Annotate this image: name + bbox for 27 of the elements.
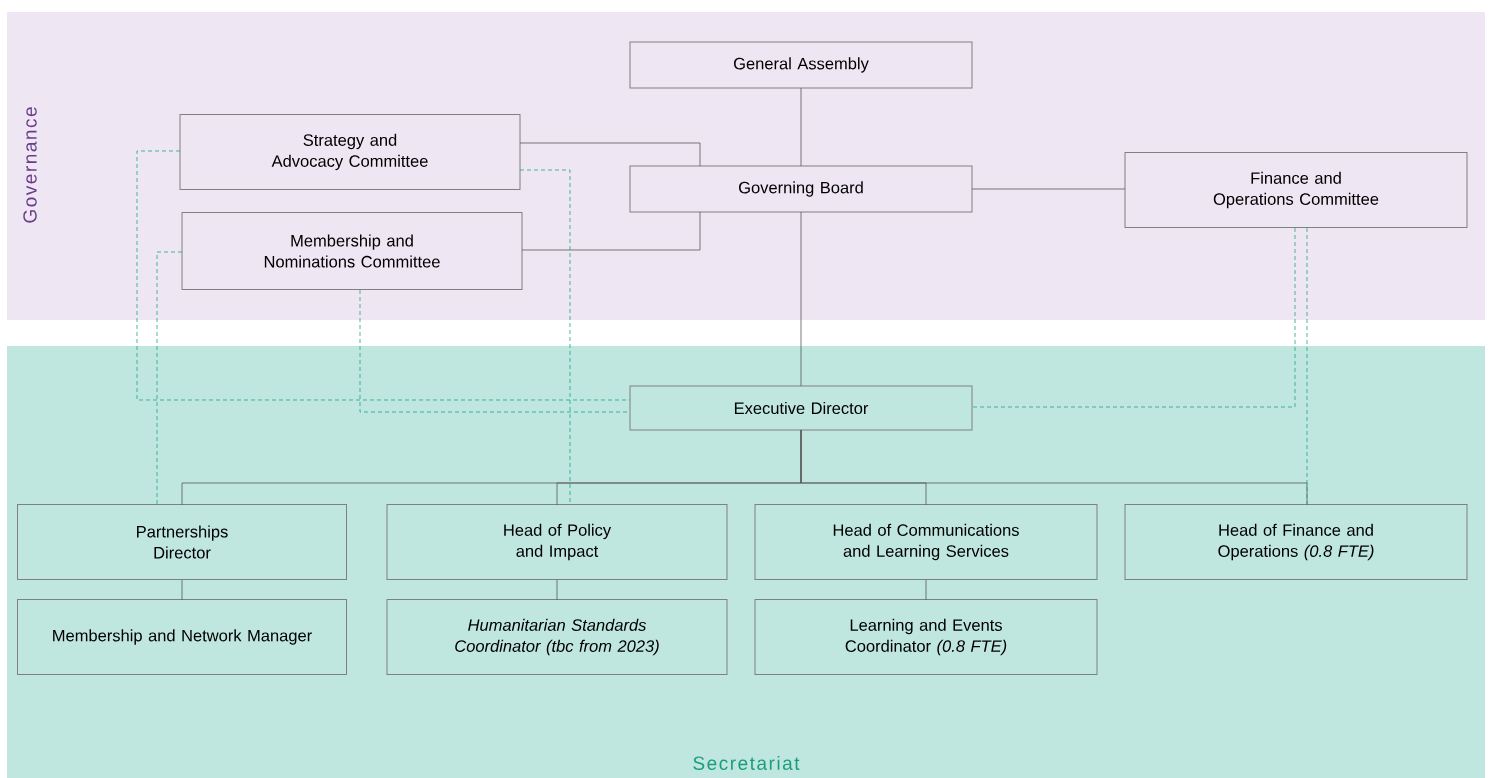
- connector-line: [971, 188, 1126, 190]
- connector-line: [556, 579, 558, 601]
- role-box: Executive Director: [629, 385, 973, 431]
- role-box: Head of Communications and Learning Services: [754, 504, 1098, 580]
- role-box: Learning and Events Coordinator (0.8 FTE): [754, 599, 1098, 675]
- connector-line: [521, 211, 701, 251]
- role-box: Head of Policy and Impact: [386, 504, 728, 580]
- role-box: Humanitarian Standards Coordinator (tbc from 2023): [386, 599, 728, 675]
- connector-line: [800, 211, 802, 387]
- dashed-connector: [1306, 227, 1308, 506]
- connector-line: [519, 142, 701, 167]
- role-box: Membership and Network Manager: [17, 599, 347, 675]
- connector-line: [800, 87, 802, 167]
- dashed-connector: [136, 150, 631, 401]
- role-box: Finance and Operations Committee: [1124, 152, 1468, 228]
- role-box: Partnerships Director: [17, 504, 347, 580]
- section-label: Governance: [23, 107, 37, 223]
- dashed-connector: [156, 251, 183, 506]
- section-label: Secretariat: [693, 756, 800, 770]
- connector-line: [800, 429, 1308, 506]
- role-box: General Assembly: [629, 41, 973, 89]
- role-box: Membership and Nominations Committee: [181, 212, 523, 290]
- role-box: Head of Finance and Operations (0.8 FTE): [1124, 504, 1468, 580]
- connector-line: [181, 579, 183, 601]
- role-box: Governing Board: [629, 165, 973, 213]
- role-box: Strategy and Advocacy Committee: [179, 114, 521, 190]
- connector-line: [925, 579, 927, 601]
